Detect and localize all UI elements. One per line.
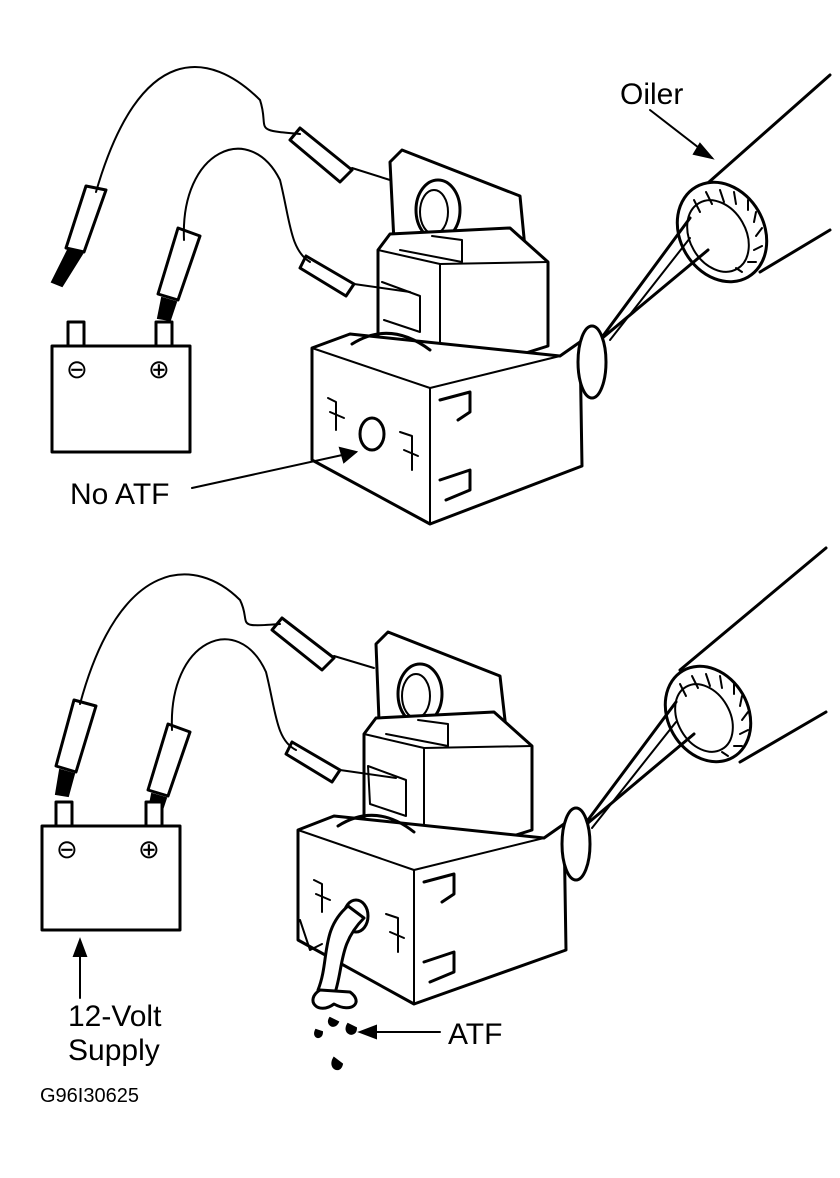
callouts-top: No ATF Oiler — [70, 78, 715, 511]
wiring-bottom: ⊖ ⊕ — [40, 573, 397, 932]
atf-label: ATF — [448, 1018, 502, 1051]
wiring-top: ⊖ ⊕ — [50, 65, 411, 454]
solenoid-top — [310, 148, 608, 526]
atf-drips — [311, 988, 358, 1071]
oiler-label: Oiler — [620, 78, 683, 111]
callouts-bottom: 12-Volt Supply ATF G96I30625 — [40, 937, 502, 1107]
oiler-bottom — [580, 546, 828, 830]
positive-terminal-symbol-bottom: ⊕ — [138, 834, 160, 864]
top-panel: ⊖ ⊕ No ATF Oiler — [50, 65, 832, 526]
positive-terminal-symbol: ⊕ — [148, 354, 170, 384]
solenoid-bottom — [296, 630, 592, 1006]
negative-terminal-symbol-bottom: ⊖ — [56, 834, 78, 864]
oiler-top — [598, 73, 832, 342]
figure-code: G96I30625 — [40, 1085, 139, 1107]
negative-terminal-symbol: ⊖ — [66, 354, 88, 384]
supply-label-line2: Supply — [68, 1034, 160, 1067]
supply-label-line1: 12-Volt — [68, 1000, 162, 1033]
no-atf-label: No ATF — [70, 478, 169, 511]
bottom-panel: ⊖ ⊕ 12-Volt Supply ATF G96I30625 — [40, 546, 828, 1107]
